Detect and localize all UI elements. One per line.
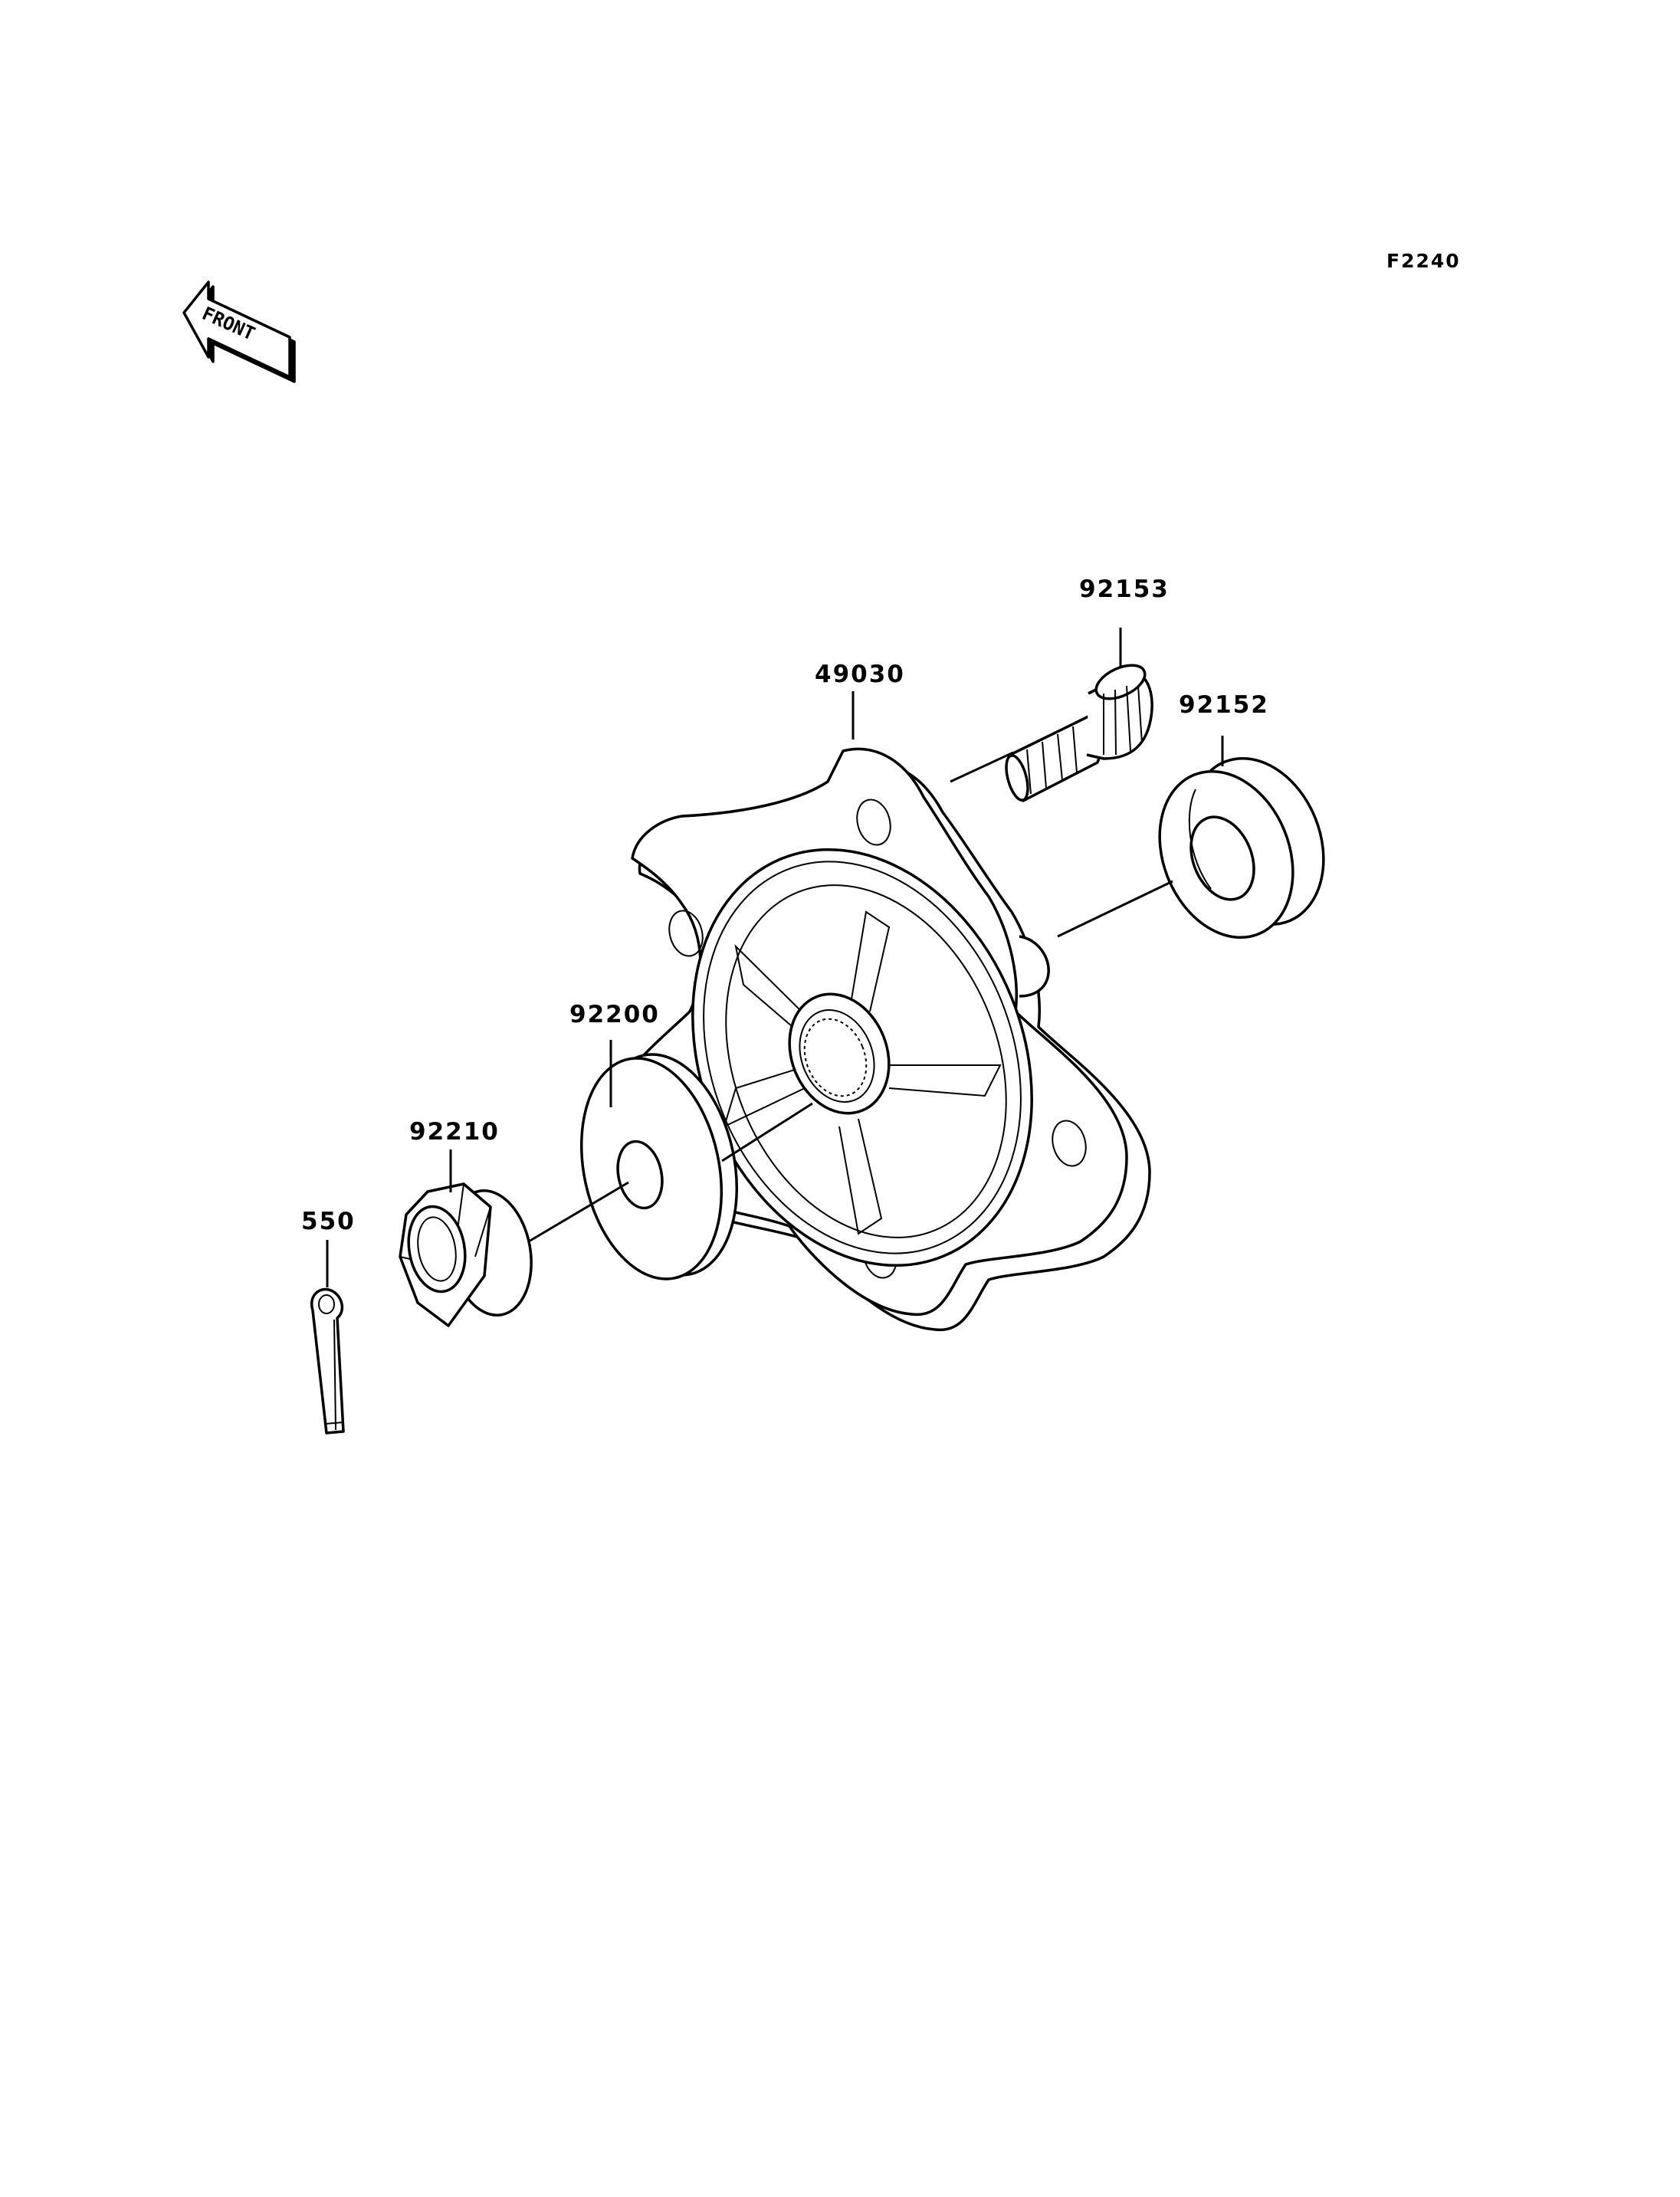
- part-label-550: 550: [301, 1208, 356, 1235]
- flange-nut-92210: [399, 1182, 533, 1327]
- hub-49030: [612, 747, 1151, 1332]
- oil-seal-92152: [1158, 756, 1325, 939]
- part-label-92200: 92200: [569, 1001, 660, 1028]
- cotter-pin-550: [310, 1287, 345, 1435]
- stud-bolt-92153: [1005, 664, 1153, 802]
- washer-92200: [579, 1053, 739, 1280]
- part-label-92153: 92153: [1079, 575, 1170, 603]
- part-label-92210: 92210: [409, 1118, 500, 1146]
- part-label-92152: 92152: [1179, 691, 1269, 719]
- part-label-49030: 49030: [815, 661, 905, 688]
- diagram-code: F2240: [1386, 250, 1461, 272]
- front-direction-arrow-icon: FRONT: [182, 280, 296, 383]
- leader-lines: [326, 628, 1224, 1287]
